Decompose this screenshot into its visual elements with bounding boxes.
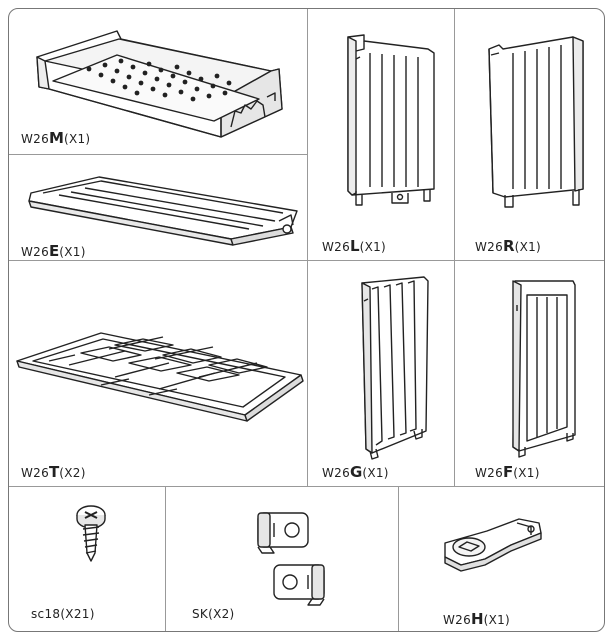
part-label-l: W26L(X1): [322, 237, 387, 255]
divider: [165, 486, 166, 631]
part-cell-r: W26R(X1): [455, 9, 604, 260]
part-cell-t: W26T(X2): [9, 261, 307, 486]
divider: [307, 260, 308, 486]
base-panel-icon: [16, 332, 304, 422]
front-panel-icon: [512, 280, 576, 458]
part-label-r: W26R(X1): [475, 237, 542, 255]
part-label-g: W26G(X1): [322, 463, 389, 481]
part-cell-g: W26G(X1): [308, 261, 454, 486]
part-cell-f: W26F(X1): [455, 261, 604, 486]
screw-icon: [76, 505, 106, 562]
part-cell-h: W26H(X1): [399, 487, 604, 631]
slatted-panel-icon: [361, 276, 429, 460]
left-side-panel-icon: [347, 34, 435, 206]
right-side-panel-icon: [488, 36, 584, 208]
part-cell-sk: SK(X2): [166, 487, 398, 631]
parts-list-sheet: W26M(X1) W26E(X1): [8, 8, 605, 632]
part-label-sk: SK(X2): [192, 607, 235, 621]
part-label-m: W26M(X1): [21, 129, 91, 147]
part-label-t: W26T(X2): [21, 463, 86, 481]
divider: [307, 9, 308, 260]
divider: [454, 9, 455, 486]
part-cell-e: W26E(X1): [9, 155, 307, 260]
divider: [398, 486, 399, 631]
part-cell-sc18: sc18(X21): [9, 487, 165, 631]
handle-icon: [444, 518, 542, 572]
divider: [9, 486, 604, 487]
part-label-e: W26E(X1): [21, 242, 86, 260]
part-label-sc18: sc18(X21): [31, 607, 95, 621]
connector-bracket-icon: [257, 512, 325, 606]
part-label-h: W26H(X1): [443, 610, 511, 628]
part-cell-m: W26M(X1): [9, 9, 307, 154]
divider: [9, 260, 604, 261]
part-label-f: W26F(X1): [475, 463, 540, 481]
part-cell-l: W26L(X1): [308, 9, 454, 260]
divider: [9, 154, 307, 155]
shelf-board-icon: [28, 176, 298, 246]
drawer-tray-icon: [36, 30, 283, 138]
